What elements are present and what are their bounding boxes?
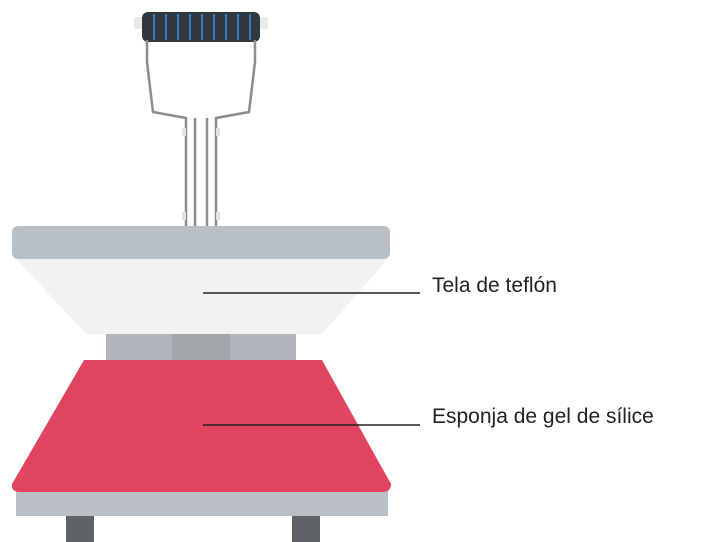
center-column — [106, 334, 296, 362]
handle-frame — [145, 40, 257, 230]
silicone-sponge — [11, 360, 392, 492]
top-heat-plate — [12, 226, 390, 259]
silicone-sponge-label: Esponja de gel de sílice — [432, 405, 654, 428]
base-plate — [16, 490, 388, 516]
left-leg — [66, 516, 94, 542]
right-leg — [292, 516, 320, 542]
teflon-cloth — [16, 259, 388, 334]
handle-grip — [134, 12, 268, 42]
teflon-cloth-label: Tela de teflón — [432, 274, 557, 297]
